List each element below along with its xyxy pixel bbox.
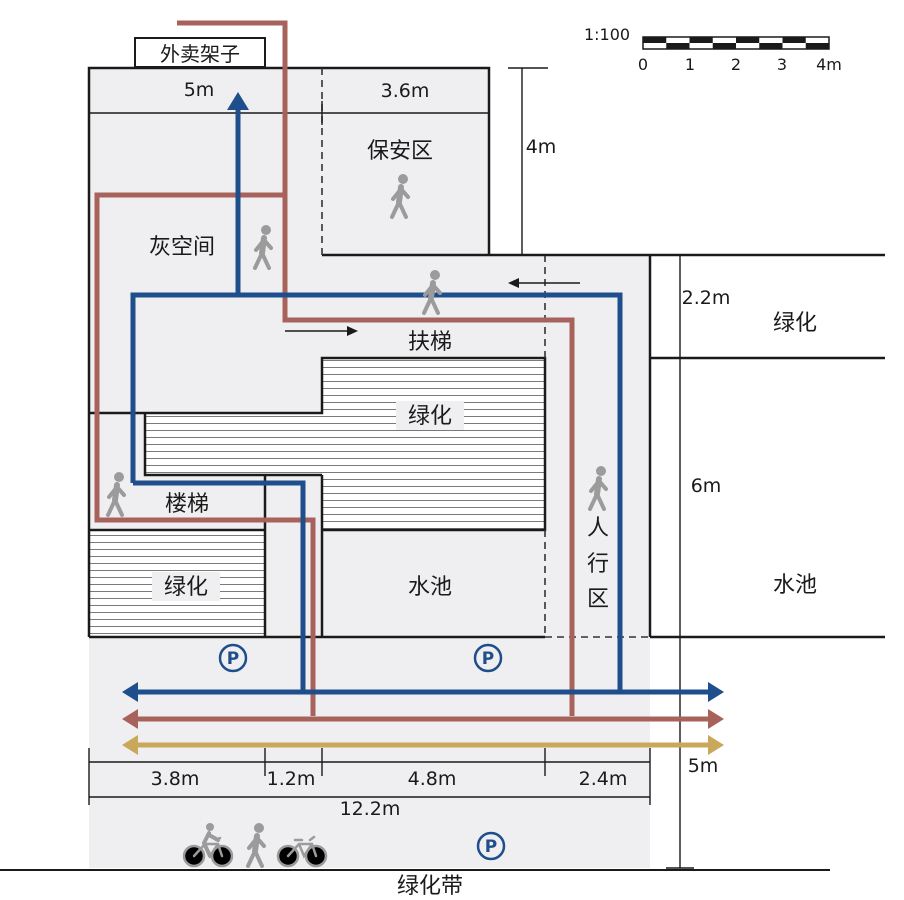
parking-label: P: [227, 649, 239, 669]
blue-route-path: [130, 104, 623, 692]
pedestrian-icon: [253, 225, 273, 270]
pedestrian-icon: [106, 472, 126, 517]
cyclist-icon: [182, 823, 234, 868]
dim-label-segment: 2.4m: [579, 768, 628, 790]
street-parking-strip: [89, 637, 650, 868]
dim-label-security-depth: 4m: [526, 136, 557, 158]
greenery-center-label: 绿化: [408, 404, 452, 429]
greenery-west-label-bg: [152, 572, 220, 601]
parking-icon: P: [476, 831, 506, 861]
scale-ratio: 1:100: [584, 25, 630, 44]
red-route: [94, 20, 724, 729]
building-outline: [87, 66, 885, 639]
dim-frontage: [88, 748, 651, 805]
scale-tick-label: 2: [731, 55, 741, 74]
dim-label-segment: 1.2m: [267, 768, 316, 790]
blue-route-arrowhead-north: [227, 92, 249, 110]
yellow-route: [122, 735, 724, 755]
zone-divider-dashed: [321, 68, 650, 638]
scale-tick-label: 4m: [816, 55, 842, 74]
dim-east-depths: [666, 254, 694, 869]
pedestrian-zone-label: 人: [587, 516, 609, 541]
arrow-icon: [508, 278, 580, 288]
greenery-center-label-bg: [396, 401, 464, 430]
security-zone-label: 保安区: [367, 139, 433, 164]
pedestrian-zone-label: 区: [587, 587, 609, 612]
yellow-route-arrowhead-east: [708, 735, 724, 755]
pedestrian-icon: [246, 823, 266, 868]
dim-label-street-depth: 5m: [688, 755, 719, 777]
scale-tick-label: 0: [638, 55, 648, 74]
scale-tick-label: 3: [777, 55, 787, 74]
takeout-rack-label: 外卖架子: [160, 42, 240, 66]
yellow-route-arrowhead-west: [122, 735, 138, 755]
pedestrian-icon: [588, 466, 608, 511]
greenery-east-label: 绿化: [773, 311, 817, 336]
takeout-rack-box: [134, 37, 266, 68]
greenery-west-label: 绿化: [164, 575, 208, 600]
parking-icon: P: [218, 643, 248, 673]
dim-label-segment: 4.8m: [408, 768, 457, 790]
scale-tick-label: 1: [685, 55, 695, 74]
pedestrian-icon: [422, 270, 442, 315]
parking-label: P: [482, 649, 494, 669]
arrow-icon: [285, 326, 358, 336]
red-route-arrowhead-east: [708, 709, 724, 729]
blue-route-arrowhead-west: [122, 682, 138, 702]
dim-label-pool-depth: 6m: [691, 475, 722, 497]
dim-label-top-east: 3.6m: [381, 80, 430, 102]
pool-center-label: 水池: [408, 575, 452, 600]
pedestrian-icon: [390, 174, 410, 219]
scale-bar: [642, 36, 830, 50]
gray-space-label: 灰空间: [149, 235, 215, 260]
parking-label: P: [485, 837, 497, 857]
dim-label-total-frontage: 12.2m: [340, 798, 401, 820]
green-belt-label: 绿化带: [397, 874, 463, 899]
escalator-label: 扶梯: [408, 330, 452, 355]
stairs-label: 楼梯: [165, 492, 209, 517]
pool-east-label: 水池: [773, 573, 817, 598]
red-route-arrowhead-west: [122, 709, 138, 729]
bicycle-icon: [276, 835, 328, 868]
blue-route-arrowhead-east: [708, 682, 724, 702]
parking-icon: P: [473, 643, 503, 673]
dim-label-greenery-depth: 2.2m: [682, 287, 731, 309]
red-route-path: [94, 20, 575, 716]
dim-label-segment: 3.8m: [151, 768, 200, 790]
dim-security-depth: [508, 67, 548, 256]
dim-label-top-west: 5m: [184, 79, 215, 101]
pedestrian-zone-label: 行: [587, 552, 609, 577]
dim-top-spans: [88, 101, 490, 125]
blue-route: [122, 92, 724, 702]
